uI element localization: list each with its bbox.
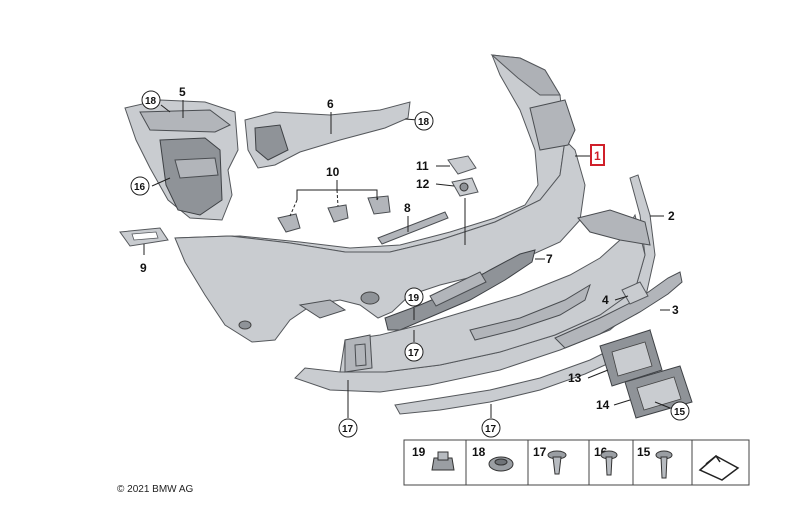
callout-2: 2 [668,209,675,223]
callout-11: 11 [416,159,429,173]
rivet-icon [547,450,567,475]
hex-nut-icon [488,456,514,472]
callout-3: 3 [672,303,679,317]
callout-1: 1 [594,149,601,163]
part-6-bracket [244,101,411,169]
callout-5: 5 [179,85,186,99]
circled-references: 18 18 16 19 17 17 17 15 [130,90,690,438]
table-cell-18: 18 [472,445,486,459]
part-10-clips [277,195,391,233]
callout-10: 10 [326,165,340,179]
part-3-trim [554,271,683,349]
table-cell-17: 17 [533,445,547,459]
callout-9: 9 [140,261,147,275]
part-8-trim-strip [377,211,449,245]
part-1-bumper-cover [174,54,586,343]
table-cell-15: 15 [637,445,651,459]
callout-12: 12 [416,177,430,191]
callout-numbers: 5 6 10 11 12 8 9 2 7 4 3 13 14 [140,85,679,412]
leader-lines [143,100,671,418]
copyright-notice: © 2021 BMW AG [117,484,194,495]
part-5-bracket [124,99,239,221]
ref-17-center: 17 [408,348,420,359]
part-9-bracket [119,227,169,247]
callout-1-highlight: 1 [590,144,605,166]
ref-19: 19 [408,293,420,304]
ref-16: 16 [134,182,146,193]
ref-15: 15 [674,407,686,418]
callout-4: 4 [602,293,609,307]
part-13-plate [599,329,663,387]
parts-table: 19 18 17 16 15 [403,439,750,486]
table-cell-19: 19 [412,445,426,459]
callout-13: 13 [568,371,582,385]
ref-18-top-left: 18 [145,96,157,107]
part-4-bracket [621,281,649,305]
callout-6: 6 [327,97,334,111]
long-screw-icon [655,450,673,479]
callout-7: 7 [546,252,553,266]
clip-nut-icon [431,451,455,471]
callout-8: 8 [404,201,411,215]
part-11-12-components [447,155,479,197]
screw-icon [600,450,618,476]
ref-17-right: 17 [485,424,497,435]
ref-18-top-center: 18 [418,117,430,128]
callout-14: 14 [596,398,610,412]
ref-17-left: 17 [342,424,354,435]
arrow-icon [698,454,740,481]
